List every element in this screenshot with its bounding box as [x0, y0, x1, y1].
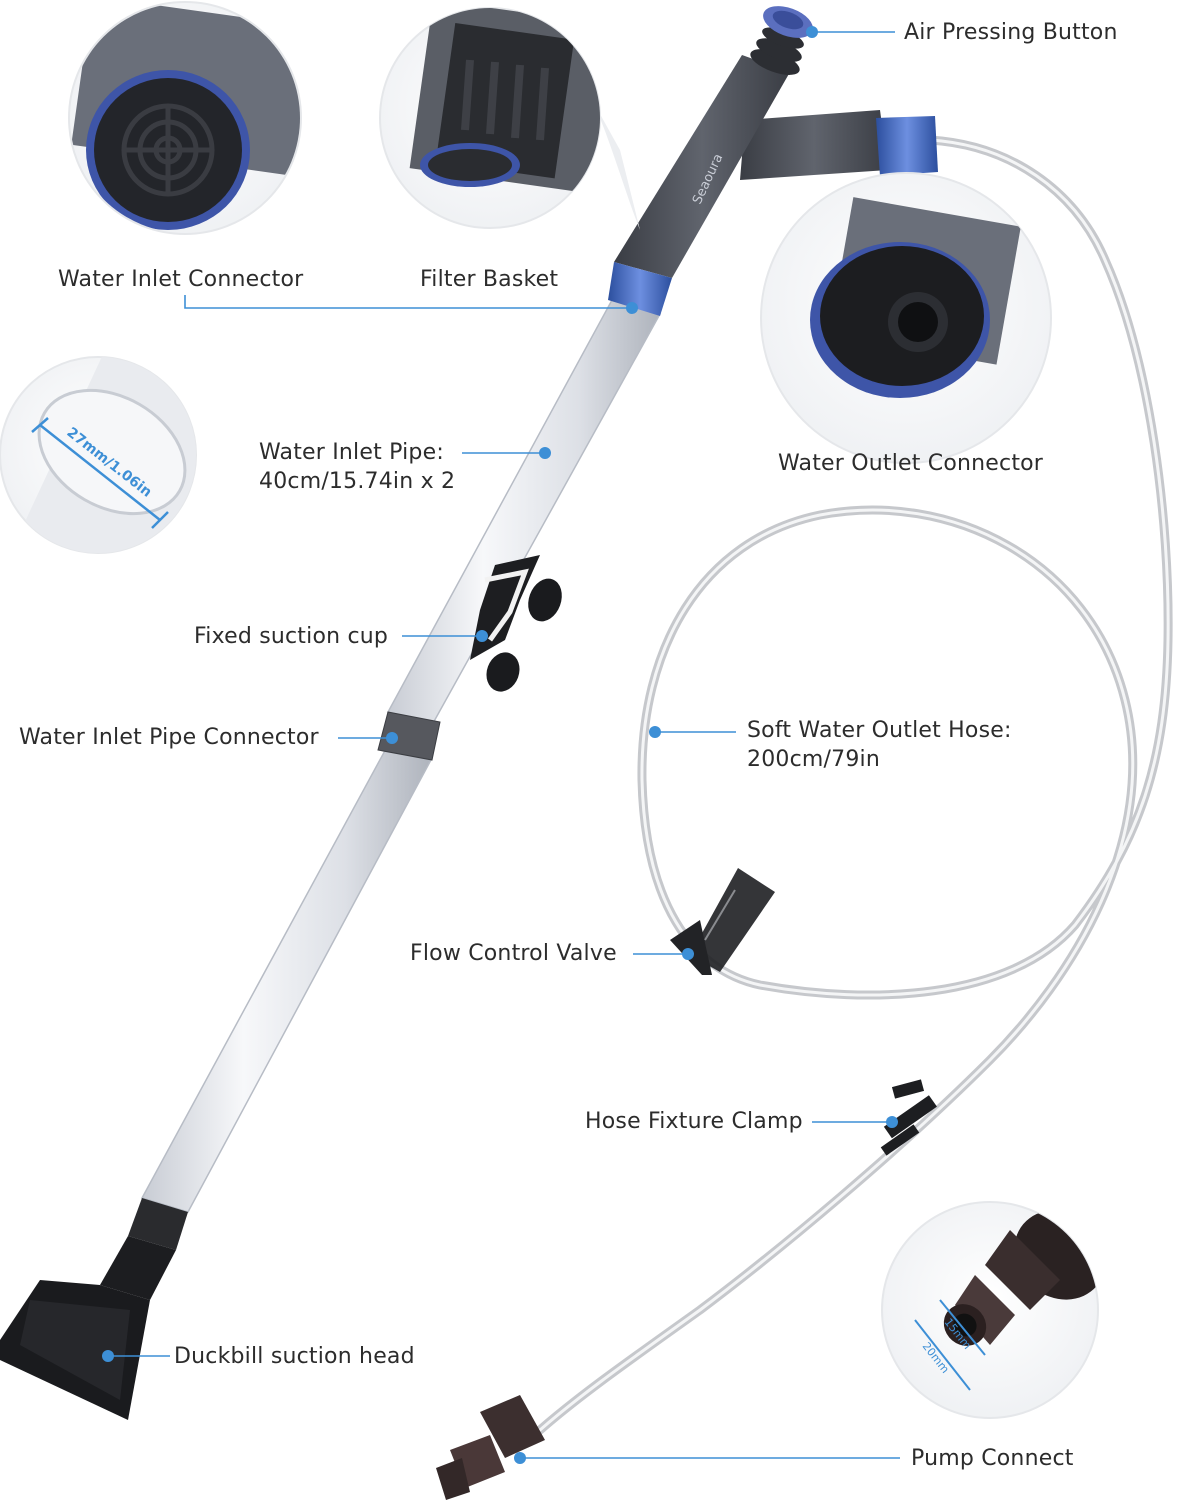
dot-air-button — [806, 26, 818, 38]
label-filter-basket: Filter Basket — [420, 267, 559, 292]
duckbill-head — [0, 1198, 188, 1420]
label-water-outlet-connector: Water Outlet Connector — [778, 451, 1044, 476]
label-water-inlet-pipe-line1: Water Inlet Pipe: — [259, 440, 444, 465]
label-flow-control-valve: Flow Control Valve — [410, 941, 617, 966]
label-water-inlet-pipe-line2: 40cm/15.74in x 2 — [259, 469, 456, 494]
label-water-inlet-pipe: Water Inlet Pipe: 40cm/15.74in x 2 — [259, 438, 455, 496]
pipe-diameter-dimension-line — [39, 424, 161, 521]
zoom-pump-connect: 15mm 20mm — [881, 1201, 1099, 1419]
hose-fixture-clamp — [880, 1079, 937, 1156]
pump-connect — [436, 1395, 545, 1500]
dot-inlet-pipe — [539, 447, 551, 459]
label-air-pressing-button: Air Pressing Button — [904, 20, 1118, 45]
label-water-inlet-pipe-connector: Water Inlet Pipe Connector — [19, 725, 319, 750]
dot-soft-hose — [649, 726, 661, 738]
label-duckbill-suction-head: Duckbill suction head — [174, 1344, 415, 1369]
handle-body: Seaoura — [608, 6, 938, 316]
dot-pipe-connector — [386, 732, 398, 744]
label-fixed-suction-cup: Fixed suction cup — [194, 624, 389, 649]
zoom-pipe-diameter: 27mm/1.06in — [0, 356, 197, 554]
label-hose-fixture-clamp: Hose Fixture Clamp — [585, 1109, 803, 1134]
leader-inlet-connector — [184, 295, 632, 309]
dot-pump-connect — [514, 1452, 526, 1464]
dot-inlet-connector — [626, 302, 638, 314]
water-inlet-pipe — [140, 299, 662, 1213]
label-soft-hose-line1: Soft Water Outlet Hose: — [747, 718, 1012, 743]
dot-duckbill — [102, 1350, 114, 1362]
flow-control-valve — [670, 868, 775, 975]
label-pump-connect: Pump Connect — [911, 1446, 1074, 1471]
label-soft-hose-line2: 200cm/79in — [747, 747, 880, 772]
zoom-water-outlet-connector — [760, 172, 1052, 464]
dot-suction-cup — [476, 630, 488, 642]
label-water-inlet-connector: Water Inlet Connector — [58, 267, 304, 292]
zoom-water-inlet-connector — [68, 1, 302, 235]
dot-flow-valve — [682, 948, 694, 960]
zoom-filter-basket — [379, 7, 640, 230]
dot-hose-clamp — [886, 1116, 898, 1128]
label-soft-water-outlet-hose: Soft Water Outlet Hose: 200cm/79in — [747, 716, 1012, 774]
